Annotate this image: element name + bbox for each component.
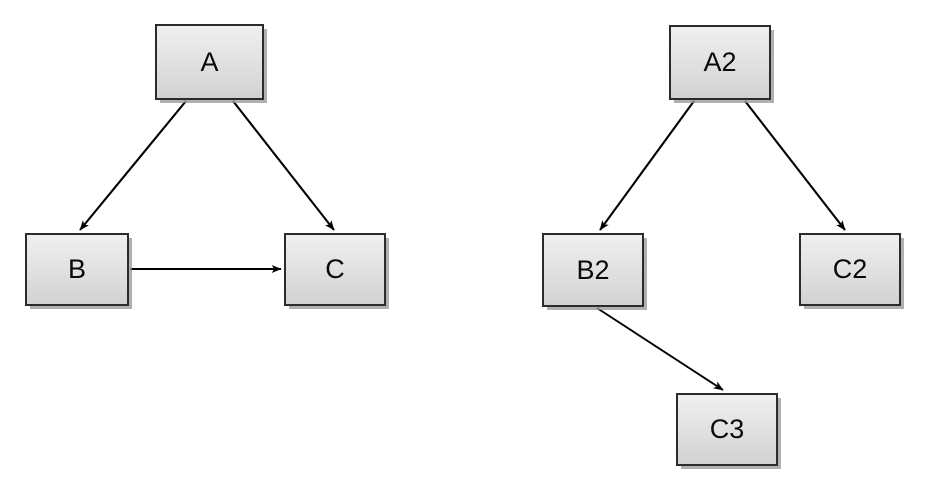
node-label-c2: C2 xyxy=(832,254,868,284)
node-a[interactable]: A xyxy=(155,24,264,100)
edge-a-to-c xyxy=(232,100,335,231)
node-label-b2: B2 xyxy=(576,254,610,285)
node-label-a: A xyxy=(200,46,219,77)
node-c3[interactable]: C3 xyxy=(676,393,778,466)
edge-a-to-b xyxy=(79,100,187,231)
node-label-c: C xyxy=(325,254,345,284)
node-label-b: B xyxy=(67,254,86,284)
node-c[interactable]: C xyxy=(284,233,386,306)
node-b2[interactable]: B2 xyxy=(542,233,644,307)
node-label-c3: C3 xyxy=(709,414,745,444)
edges-group xyxy=(79,100,846,391)
node-c2[interactable]: C2 xyxy=(799,233,901,306)
node-label-a2: A2 xyxy=(703,47,737,77)
edge-a2-to-c2 xyxy=(744,100,846,231)
edge-b2-to-c3 xyxy=(596,307,724,391)
node-b[interactable]: B xyxy=(25,233,129,306)
node-a2[interactable]: A2 xyxy=(669,25,771,100)
edge-a2-to-b2 xyxy=(599,100,695,231)
